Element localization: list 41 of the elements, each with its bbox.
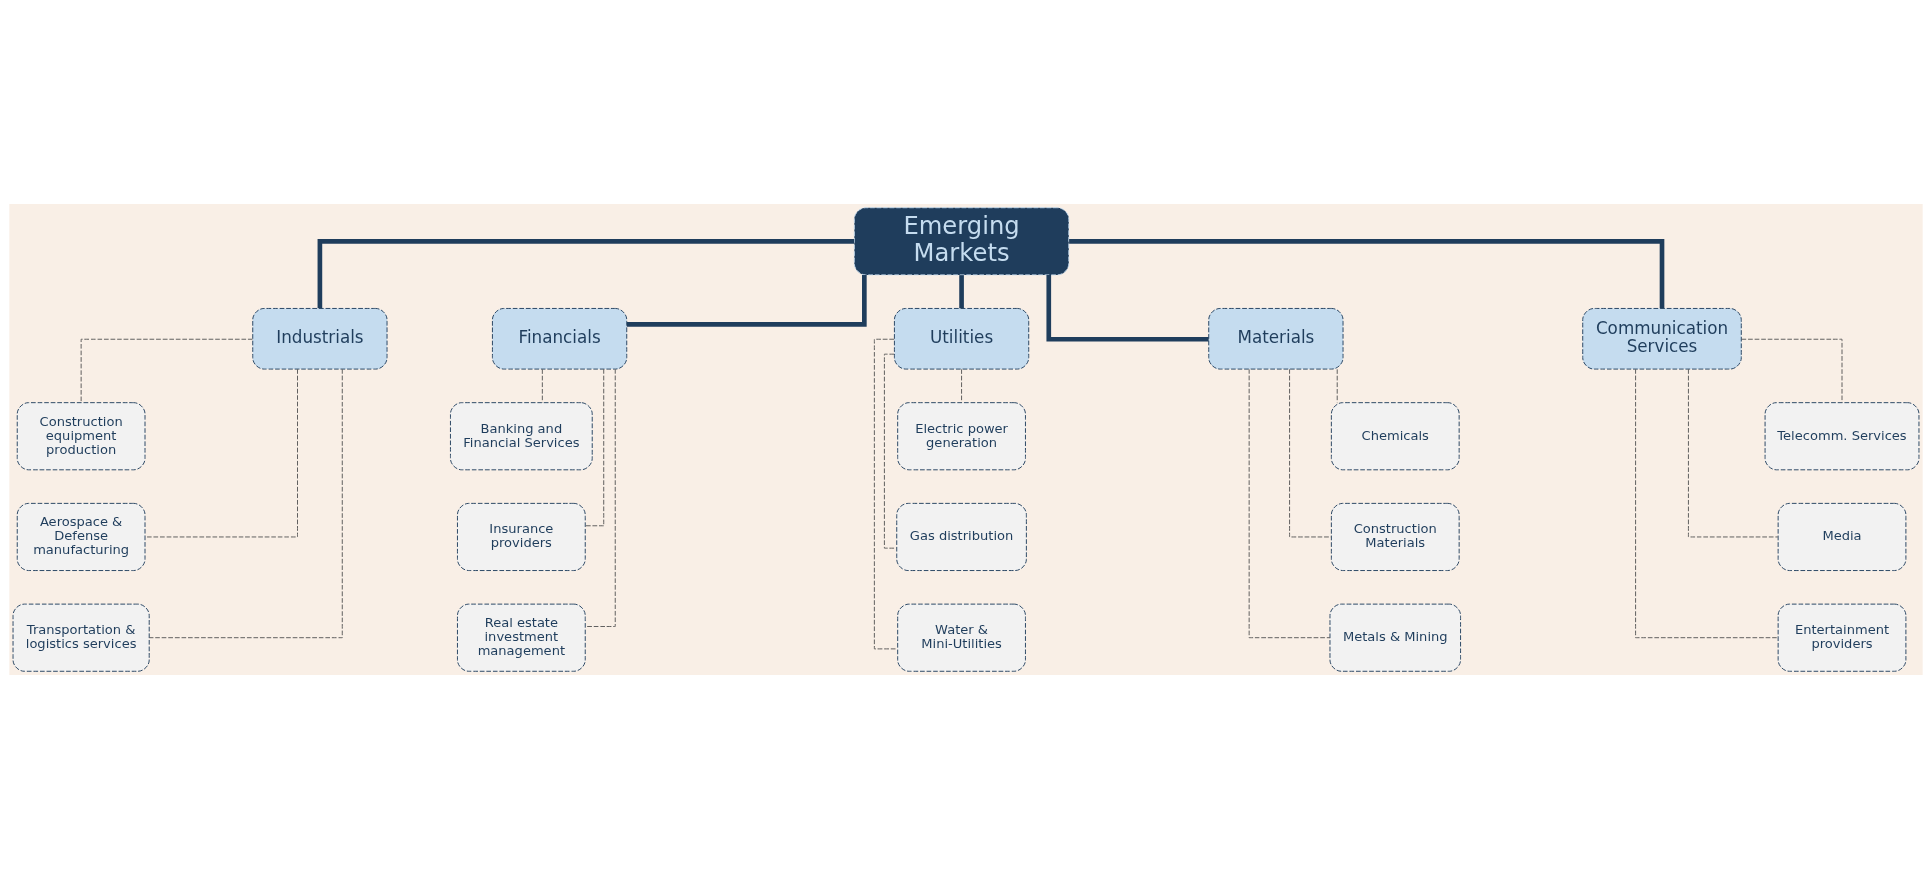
node-box: Construction equipment production — [16, 402, 146, 471]
node-box: Chemicals — [1330, 402, 1460, 471]
node-box: Emerging Markets — [853, 207, 1070, 276]
connector — [80, 338, 253, 404]
node-box: Materials — [1208, 308, 1344, 370]
node-box: Gas distribution — [896, 502, 1027, 571]
connector — [584, 368, 616, 627]
node-box: Financials — [491, 308, 628, 370]
node-box: Utilities — [893, 308, 1030, 370]
connector — [1336, 368, 1338, 403]
connector — [1046, 275, 1209, 342]
node-box: Water & Mini-Utilities — [897, 603, 1026, 672]
node-box: Metals & Mining — [1329, 603, 1461, 672]
connector — [144, 368, 298, 538]
connector — [873, 338, 898, 650]
node-box: Electric power generation — [897, 402, 1026, 471]
node-box: Construction Materials — [1330, 502, 1460, 571]
node-box: Communication Services — [1582, 308, 1742, 370]
connector — [317, 239, 855, 309]
connector — [961, 368, 963, 403]
node-box: Real estate investment management — [457, 603, 586, 672]
connector — [1687, 368, 1779, 538]
connector — [626, 275, 867, 327]
node-box: Entertainment providers — [1777, 603, 1907, 672]
node-box: Banking and Financial Services — [450, 402, 593, 471]
node-box: Telecomm. Services — [1764, 402, 1920, 471]
connector — [883, 353, 897, 549]
connector — [1289, 368, 1332, 538]
connector — [148, 368, 343, 639]
node-box: Insurance providers — [457, 502, 586, 571]
node-box: Media — [1777, 502, 1907, 571]
connector — [1741, 338, 1843, 404]
connector — [1635, 368, 1779, 639]
node-box: Transportation & logistics services — [12, 603, 150, 672]
connector — [1069, 239, 1665, 309]
connector — [541, 368, 543, 403]
connector — [1248, 368, 1331, 639]
connector — [585, 368, 605, 527]
connector — [959, 275, 964, 309]
node-box: Industrials — [252, 308, 388, 370]
node-box: Aerospace & Defense manufacturing — [16, 502, 146, 571]
